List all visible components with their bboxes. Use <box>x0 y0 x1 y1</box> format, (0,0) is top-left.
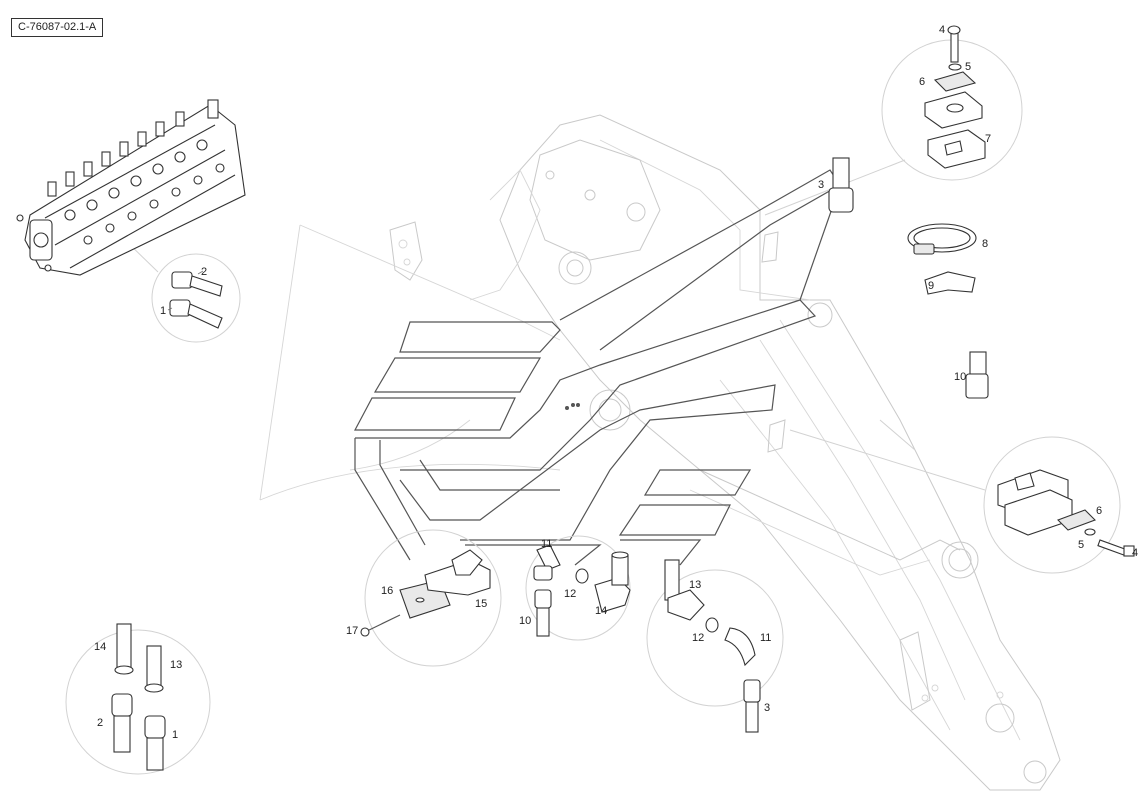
callout-labels: 4 5 6 7 8 9 10 6 5 4 2 1 3 11 12 10 14 1… <box>94 24 1138 741</box>
fitting-3-upper <box>828 157 854 213</box>
label-hardware-top-5: 5 <box>965 61 971 73</box>
fitting-right <box>965 351 989 399</box>
front-clamp-hardware <box>360 549 491 637</box>
label-front-11-right: 11 <box>760 632 771 644</box>
valve-spools <box>47 99 219 197</box>
label-bottom-left-2: 2 <box>97 717 103 729</box>
label-hardware-right-5: 5 <box>1078 539 1084 551</box>
label-front-16: 16 <box>381 585 393 597</box>
label-fitting-10-right: 10 <box>954 371 966 383</box>
label-front-3-upper: 3 <box>818 179 824 191</box>
label-hardware-right-4: 4 <box>1132 547 1138 559</box>
label-front-11-left: 11 <box>541 538 552 550</box>
label-hardware-right-6: 6 <box>1096 505 1102 517</box>
hardware-stack-top <box>924 25 986 169</box>
drawing-reference-code: C-76087-02.1-A <box>11 18 104 37</box>
label-hardware-top-7: 7 <box>985 133 991 145</box>
hose-clamp <box>907 223 977 295</box>
right-fittings <box>664 559 761 733</box>
front-fittings <box>533 544 631 637</box>
label-valve-detail-1: 1 <box>160 305 166 317</box>
label-clamp-9: 9 <box>928 280 934 292</box>
label-clamp-8: 8 <box>982 238 988 250</box>
label-bottom-left-1: 1 <box>172 729 178 741</box>
label-front-14: 14 <box>595 605 607 617</box>
label-bottom-left-13: 13 <box>170 659 182 671</box>
valve-detail-fittings <box>167 270 223 329</box>
label-front-3-lower: 3 <box>764 702 770 714</box>
hardware-stack-right <box>997 469 1135 557</box>
label-front-10: 10 <box>519 615 531 627</box>
label-hardware-top-6: 6 <box>919 76 925 88</box>
label-front-15: 15 <box>475 598 487 610</box>
label-hardware-top-4: 4 <box>939 24 945 36</box>
valve-ports <box>16 139 225 272</box>
label-front-17: 17 <box>346 625 358 637</box>
hydraulic-tube-bundle <box>354 169 841 566</box>
bottom-left-fittings <box>111 623 166 771</box>
label-bottom-left-14: 14 <box>94 641 106 653</box>
label-front-12-left: 12 <box>564 588 576 600</box>
label-front-13: 13 <box>689 579 701 591</box>
label-valve-detail-2: 2 <box>201 266 207 278</box>
control-valve-assembly <box>16 99 246 276</box>
label-front-12-right: 12 <box>692 632 704 644</box>
